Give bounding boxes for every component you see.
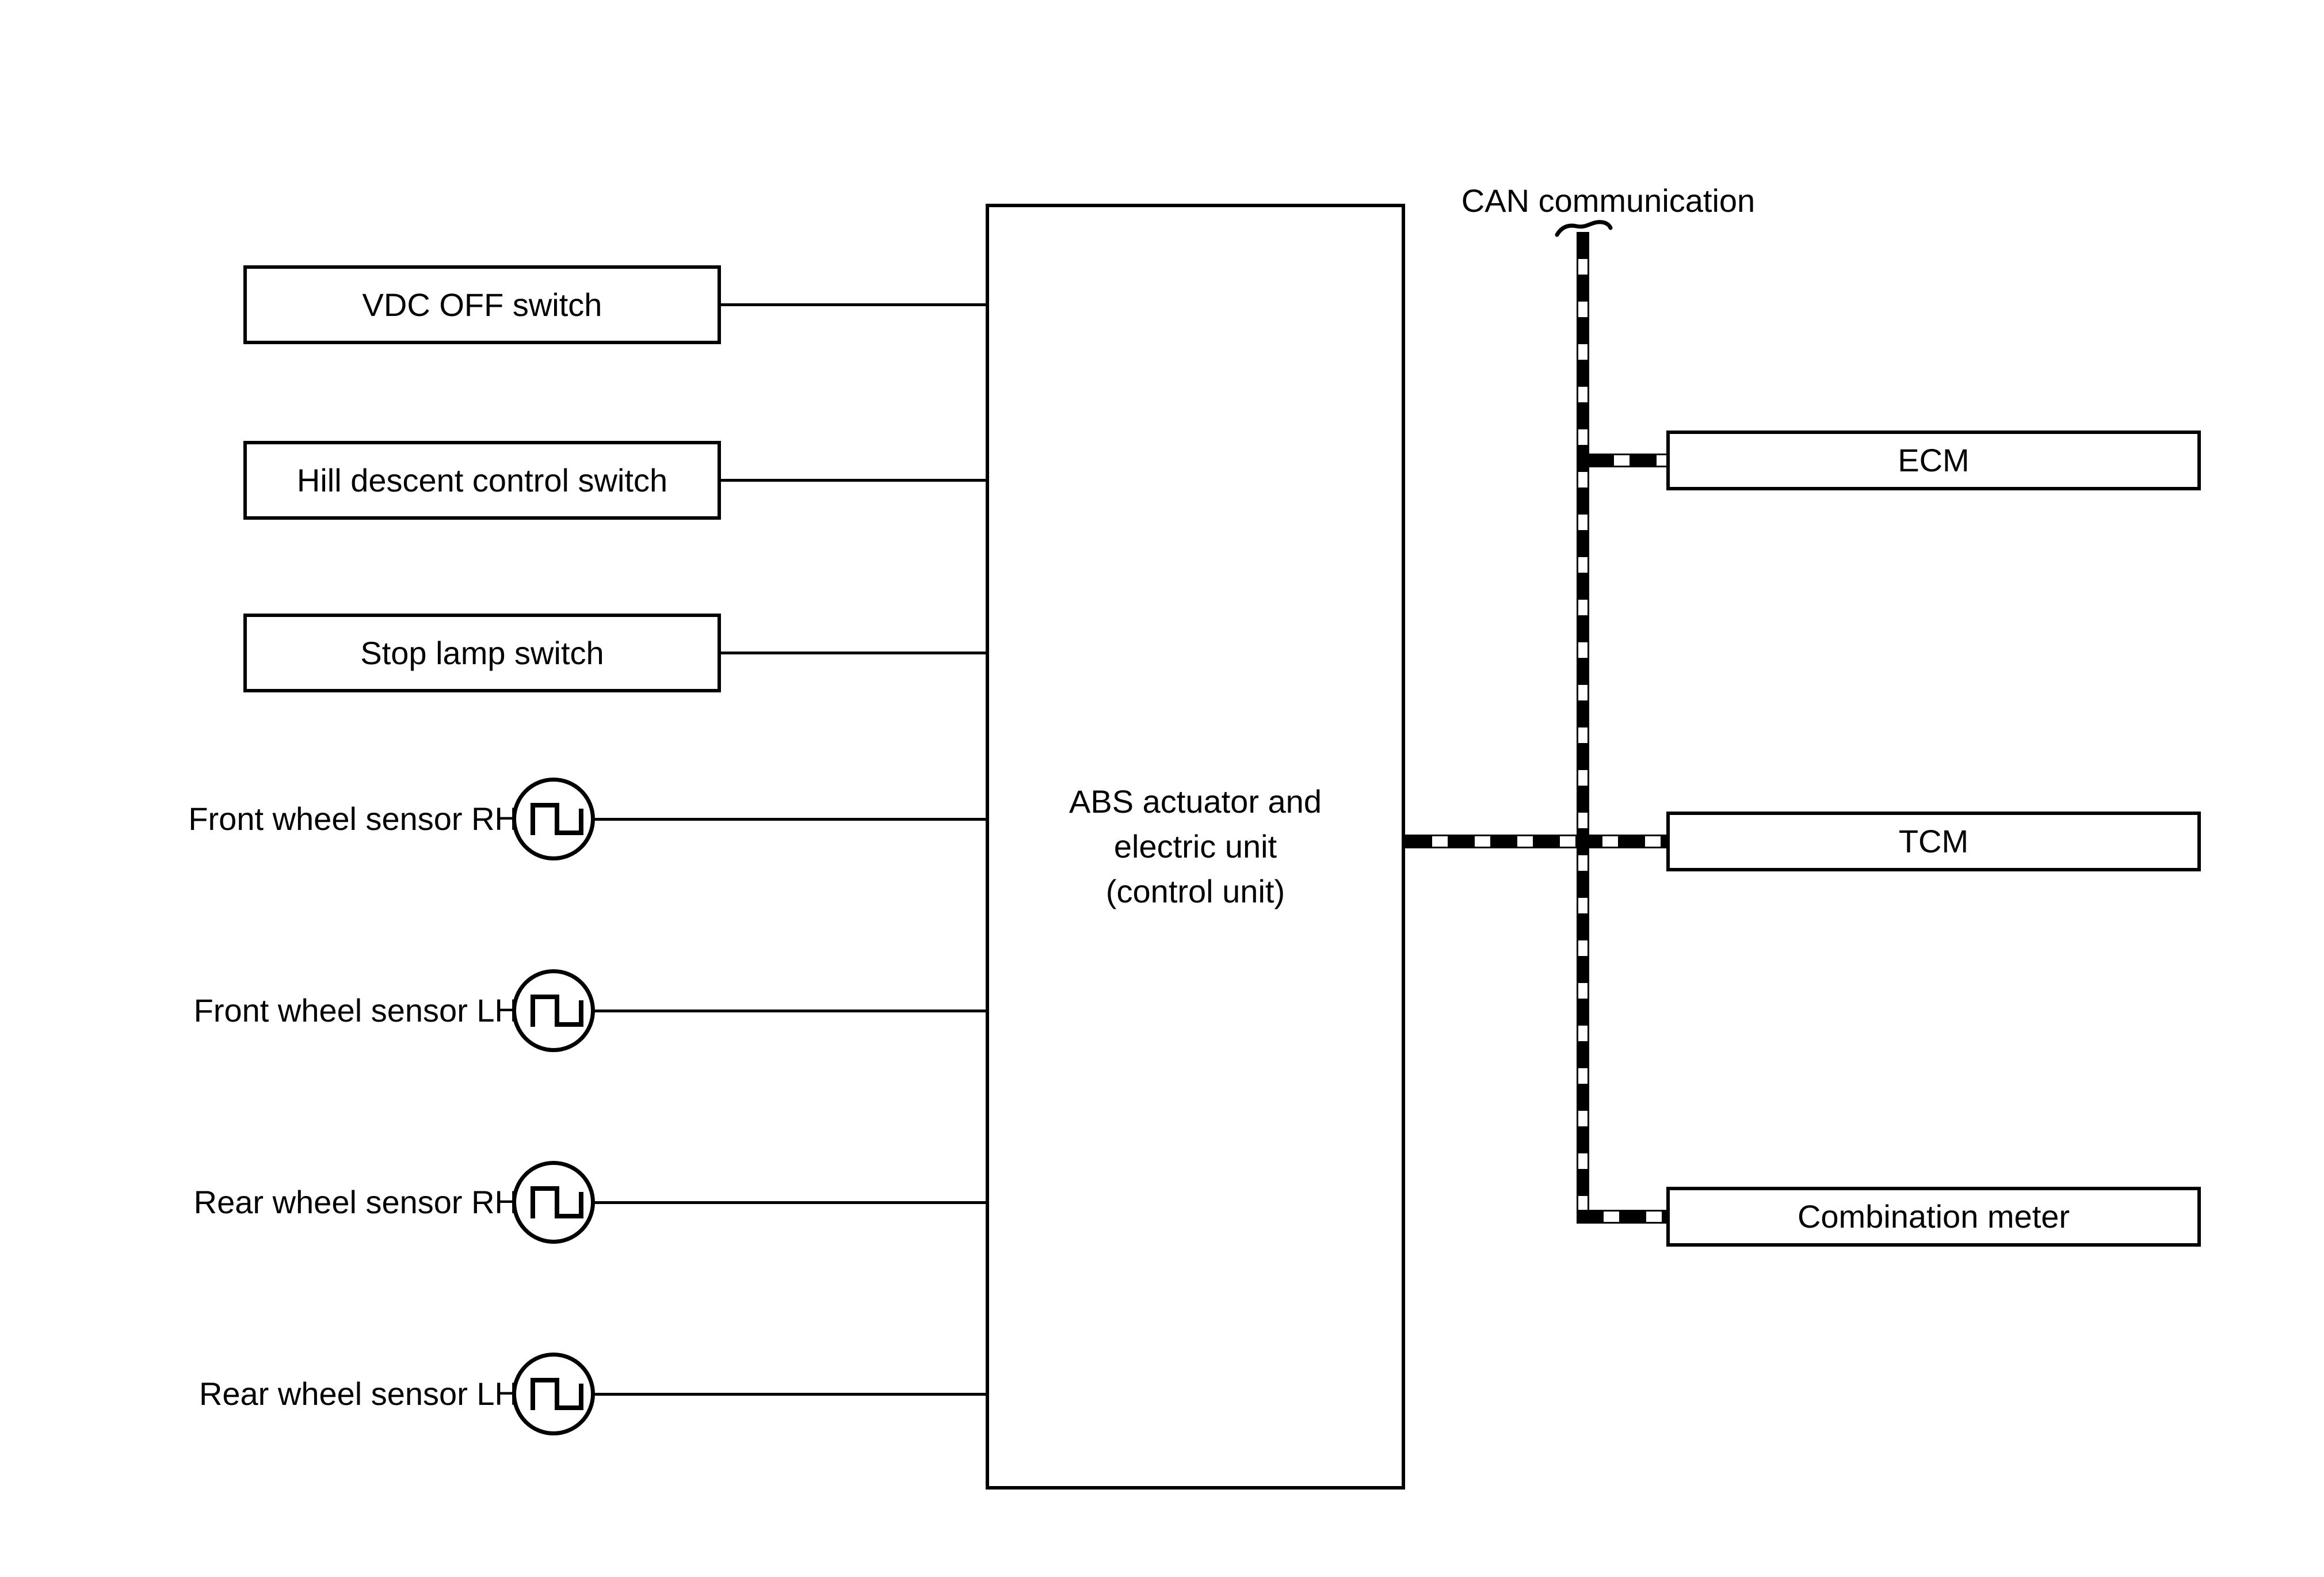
can-branch-to-ecm xyxy=(1587,454,1666,467)
can-communication-label: CAN communication xyxy=(1461,182,1756,219)
abs-control-unit-box: ABS actuator and electric unit (control … xyxy=(986,204,1405,1490)
tcm-box: TCM xyxy=(1666,812,2201,871)
tcm-label: TCM xyxy=(1898,823,1969,859)
rear-wheel-sensor-lh-symbol xyxy=(512,1353,595,1435)
wire-fws-rh-to-abs xyxy=(593,818,988,821)
front-wheel-sensor-rh-label: Front wheel sensor RH xyxy=(188,801,518,837)
ecm-box: ECM xyxy=(1666,431,2201,490)
wire-rws-rh-to-abs xyxy=(593,1201,988,1204)
combination-meter-label: Combination meter xyxy=(1797,1198,2070,1235)
curve-tick-icon xyxy=(1555,220,1613,237)
pulse-wave-icon xyxy=(531,1378,583,1410)
can-bus-vertical-line xyxy=(1577,232,1589,1224)
stop-lamp-switch-box: Stop lamp switch xyxy=(243,614,721,692)
abs-control-unit-label-line3: (control unit) xyxy=(1105,873,1285,909)
vdc-off-switch-box: VDC OFF switch xyxy=(243,265,721,344)
wire-stop-to-abs xyxy=(719,652,988,654)
wire-rws-lh-to-abs xyxy=(593,1393,988,1396)
pulse-wave-icon xyxy=(531,1186,583,1218)
pulse-wave-icon xyxy=(531,995,583,1027)
abs-control-unit-label-line2: electric unit xyxy=(1113,828,1277,864)
wire-fws-lh-to-abs xyxy=(593,1010,988,1012)
abs-control-unit-label-line1: ABS actuator and xyxy=(1069,783,1322,820)
stop-lamp-switch-label: Stop lamp switch xyxy=(360,634,604,671)
can-branch-to-combination-meter xyxy=(1577,1210,1666,1224)
ecm-label: ECM xyxy=(1898,442,1970,478)
rear-wheel-sensor-rh-label: Rear wheel sensor RH xyxy=(193,1184,518,1220)
can-corner-joint xyxy=(1577,1210,1589,1224)
front-wheel-sensor-lh-label: Front wheel sensor LH xyxy=(193,992,518,1029)
front-wheel-sensor-rh-symbol xyxy=(512,778,595,860)
can-line-abs-to-tcm xyxy=(1405,835,1666,848)
hill-descent-control-switch-box: Hill descent control switch xyxy=(243,441,721,520)
rear-wheel-sensor-lh-label: Rear wheel sensor LH xyxy=(199,1376,518,1412)
vdc-off-switch-label: VDC OFF switch xyxy=(362,286,602,323)
wire-vdc-to-abs xyxy=(719,303,988,306)
rear-wheel-sensor-rh-symbol xyxy=(512,1161,595,1244)
wire-hill-to-abs xyxy=(719,479,988,482)
combination-meter-box: Combination meter xyxy=(1666,1187,2201,1247)
hill-descent-control-switch-label: Hill descent control switch xyxy=(296,462,668,498)
front-wheel-sensor-lh-symbol xyxy=(512,969,595,1052)
pulse-wave-icon xyxy=(531,803,583,835)
